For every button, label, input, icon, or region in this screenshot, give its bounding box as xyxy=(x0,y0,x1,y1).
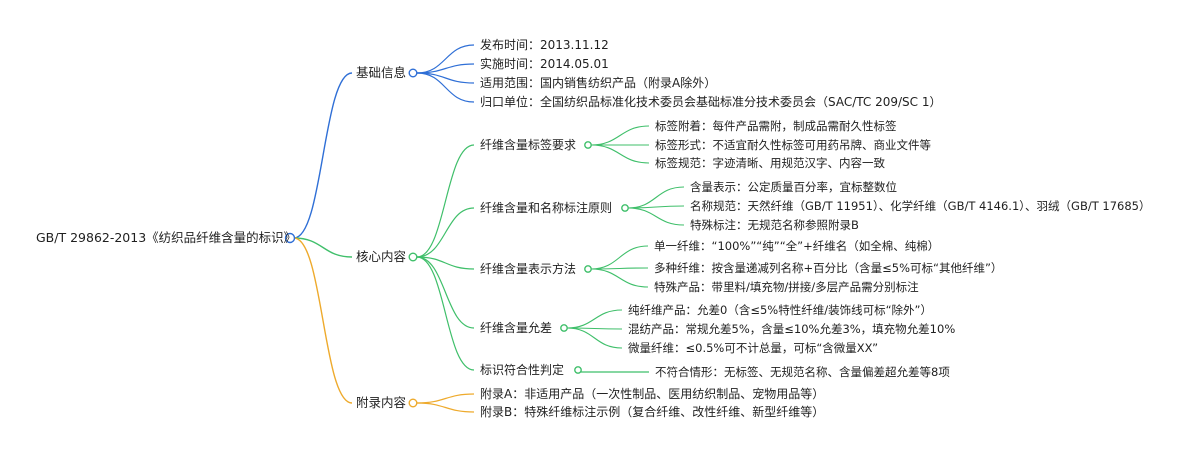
edge-1-2-0 xyxy=(590,245,649,270)
leaf-label-1-3-0: 纯纤维产品：允差0（含≤5%特性纤维/装饰线可标“除外”） xyxy=(628,303,932,317)
branch-collapse-toggle-2[interactable] xyxy=(408,398,418,408)
edge-1-0-2 xyxy=(590,144,650,164)
leaf-label-1-1-0: 含量表示：公定质量百分率，宜标整数位 xyxy=(690,180,897,194)
node-label-0-0: 发布时间：2013.11.12 xyxy=(480,38,609,52)
node-label-1-2: 纤维含量表示方法 xyxy=(480,262,577,276)
leaf-label-1-2-0: 单一纤维：“100%”“纯”“全”+纤维名（如全棉、纯棉） xyxy=(654,239,940,253)
leaf-label-1-3-2: 微量纤维：≤0.5%可不计总量，可标“含微量XX” xyxy=(628,341,879,355)
node-label-2-1: 附录B：特殊纤维标注示例（复合纤维、改性纤维、新型纤维等） xyxy=(480,405,825,419)
node-label-0-1: 实施时间：2014.05.01 xyxy=(480,57,609,71)
root-collapse-toggle[interactable] xyxy=(284,232,296,244)
mindmap-edges xyxy=(293,44,685,413)
node-label-1-1: 纤维含量和名称标注原则 xyxy=(480,201,613,215)
subbranch-collapse-toggle-1-0[interactable] xyxy=(584,141,592,149)
edge-2-1 xyxy=(416,402,475,413)
leaf-label-1-0-0: 标签附着：每件产品需附，制成品需耐久性标签 xyxy=(655,119,897,133)
node-label-0-3: 归口单位：全国纺织品标准化技术委员会基础标准分技术委员会（SAC/TC 209/… xyxy=(480,95,942,109)
subbranch-collapse-toggle-1-3[interactable] xyxy=(560,324,568,332)
edge-1-0 xyxy=(416,144,475,258)
subbranch-collapse-toggle-1-2[interactable] xyxy=(584,265,592,273)
edge-1-1-2 xyxy=(627,207,685,226)
leaf-label-1-0-1: 标签形式：不适宜耐久性标签可用药吊牌、商业文件等 xyxy=(655,138,931,152)
edge-1-3 xyxy=(416,256,475,329)
root-node-label: GB/T 29862-2013《纺织品纤维含量的标识》 xyxy=(36,230,297,245)
edge-1-4 xyxy=(416,256,475,371)
edge-0-3 xyxy=(416,72,475,103)
leaf-label-1-0-2: 标签规范：字迹清晰、用规范汉字、内容一致 xyxy=(655,156,885,170)
leaf-label-1-3-1: 混纺产品：常规允差5%，含量≤10%允差3%，填充物允差10% xyxy=(628,322,956,336)
edge-1-2 xyxy=(416,256,475,270)
branch-label-2: 附录内容 xyxy=(356,395,407,410)
node-label-2-0: 附录A：非适用产品（一次性制品、医用纺织制品、宠物用品等） xyxy=(480,387,825,401)
edge-1-0-0 xyxy=(590,125,650,146)
branch-label-1: 核心内容 xyxy=(356,249,407,264)
branch-collapse-toggle-0[interactable] xyxy=(408,68,418,78)
edge-1-1 xyxy=(416,207,475,258)
edge-root-to-2 xyxy=(293,237,353,404)
branch-collapse-toggle-1[interactable] xyxy=(408,252,418,262)
node-label-1-3: 纤维含量允差 xyxy=(480,321,553,335)
subbranch-collapse-toggle-1-1[interactable] xyxy=(621,204,629,212)
leaf-label-1-4-0: 不符合情形：无标签、无规范名称、含量偏差超允差等8项 xyxy=(655,365,950,379)
branch-label-0: 基础信息 xyxy=(356,65,407,80)
edge-1-2-2 xyxy=(590,268,649,288)
leaf-label-1-2-1: 多种纤维：按含量递减列名称+百分比（含量≤5%可标“其他纤维”） xyxy=(654,261,1003,275)
mindmap-collapse-dots xyxy=(284,68,629,408)
edge-1-1-0 xyxy=(627,186,685,209)
edge-2-0 xyxy=(416,393,475,404)
leaf-label-1-1-1: 名称规范：天然纤维（GB/T 11951）、化学纤维（GB/T 4146.1）、… xyxy=(690,199,1151,213)
edge-1-3-2 xyxy=(566,327,623,349)
node-label-1-4: 标识符合性判定 xyxy=(480,363,565,377)
edge-root-to-1 xyxy=(293,237,353,258)
subbranch-collapse-toggle-1-4[interactable] xyxy=(574,366,582,374)
leaf-label-1-2-2: 特殊产品：带里料/填充物/拼接/多层产品需分别标注 xyxy=(654,280,919,294)
edge-root-to-0 xyxy=(293,72,353,239)
leaf-label-1-1-2: 特殊标注：无规范名称参照附录B xyxy=(690,218,859,232)
node-label-1-0: 纤维含量标签要求 xyxy=(480,138,577,152)
node-label-0-2: 适用范围：国内销售纺织产品（附录A除外） xyxy=(480,76,717,90)
edge-1-3-0 xyxy=(566,309,623,329)
